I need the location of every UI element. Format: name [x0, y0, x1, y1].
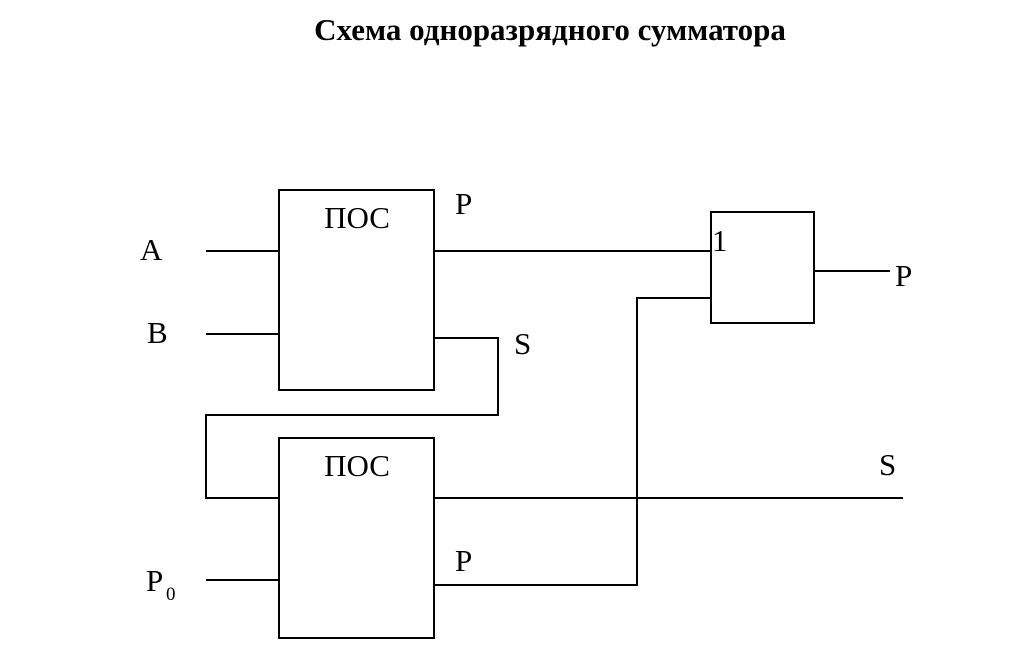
half-adder-bottom-label: ПОС	[324, 448, 390, 483]
or-gate-block	[710, 211, 815, 324]
sum-output-label: S	[879, 447, 896, 482]
bottom-carry-to-or-wire	[434, 297, 711, 586]
title-area: Схема одноразрядного сумматора	[0, 0, 1024, 60]
carry-output-label: P	[895, 258, 912, 293]
input-a-label: A	[140, 232, 163, 267]
input-p0-subscript: 0	[166, 584, 176, 605]
half-adder-top-label: ПОС	[324, 200, 390, 235]
top-sum-label: S	[514, 326, 531, 361]
diagram-title: Схема одноразрядного сумматора	[314, 12, 786, 47]
input-b-label: B	[147, 315, 168, 350]
half-adder-top-block	[278, 189, 435, 391]
input-p0-main: P	[146, 563, 163, 598]
input-p0-label: P	[146, 563, 163, 598]
or-gate-label: 1	[712, 223, 728, 258]
top-carry-label: P	[455, 186, 472, 221]
half-adder-bottom-block	[278, 437, 435, 639]
bottom-carry-label: P	[455, 543, 472, 578]
top-sum-to-bottom-wire	[205, 337, 499, 499]
